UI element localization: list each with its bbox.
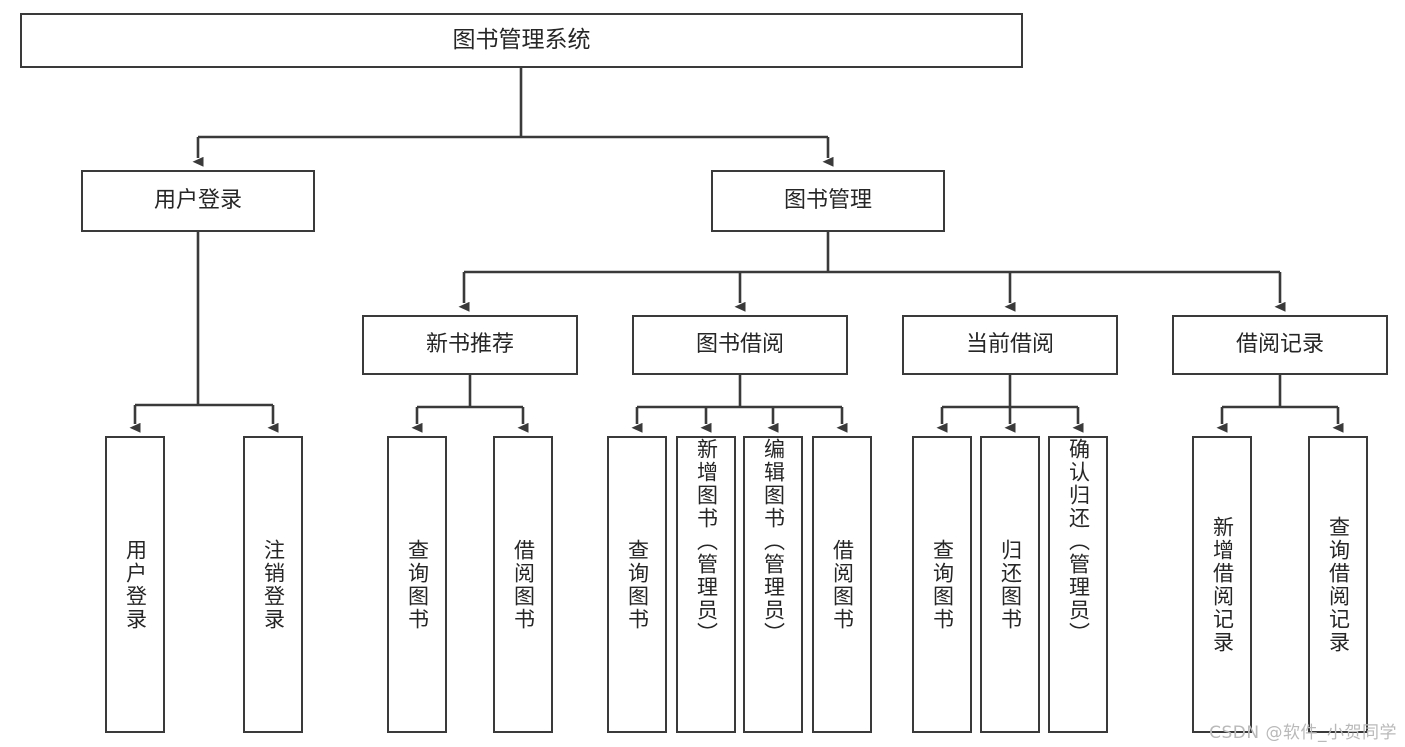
node-leaf-borrow-book-borrow[interactable]: 借阅图书 [812, 436, 872, 733]
node-leaf-return-book[interactable]: 归还图书 [980, 436, 1040, 733]
node-leaf-borrow-book-newbook[interactable]: 借阅图书 [493, 436, 553, 733]
node-leaf-user-login[interactable]: 用户登录 [105, 436, 165, 733]
node-user-login[interactable]: 用户登录 [81, 170, 315, 232]
node-leaf-add-borrow-record[interactable]: 新增借阅记录 [1192, 436, 1252, 733]
node-new-book-recommend[interactable]: 新书推荐 [362, 315, 578, 375]
node-leaf-query-book-borrow[interactable]: 查询图书 [607, 436, 667, 733]
node-borrow-record-label: 借阅记录 [1235, 332, 1324, 358]
node-leaf-query-borrow-record[interactable]: 查询借阅记录 [1308, 436, 1368, 733]
node-leaf-add-book-admin[interactable]: 新增图书（管理员） [676, 436, 736, 733]
node-current-borrow[interactable]: 当前借阅 [902, 315, 1118, 375]
node-book-management-label: 图书管理 [783, 188, 872, 214]
node-book-borrow-label: 图书借阅 [695, 332, 784, 358]
node-current-borrow-label: 当前借阅 [965, 332, 1054, 358]
node-leaf-query-borrow-record-label: 查询借阅记录 [1326, 515, 1351, 654]
node-leaf-borrow-book-newbook-label: 借阅图书 [511, 538, 536, 631]
node-leaf-query-book-current[interactable]: 查询图书 [912, 436, 972, 733]
node-leaf-return-book-label: 归还图书 [998, 538, 1023, 631]
node-book-management[interactable]: 图书管理 [711, 170, 945, 232]
node-leaf-logout-label: 注销登录 [261, 538, 286, 631]
node-leaf-query-book-current-label: 查询图书 [930, 538, 955, 631]
node-leaf-logout[interactable]: 注销登录 [243, 436, 303, 733]
node-leaf-edit-book-admin-label: 编辑图书（管理员） [761, 438, 786, 645]
csdn-watermark: CSDN @软件_小贺同学 [1209, 723, 1397, 743]
node-borrow-record[interactable]: 借阅记录 [1172, 315, 1388, 375]
node-leaf-query-book-borrow-label: 查询图书 [625, 538, 650, 631]
node-user-login-label: 用户登录 [153, 188, 242, 214]
node-root-label: 图书管理系统 [452, 27, 591, 54]
node-leaf-user-login-label: 用户登录 [123, 538, 148, 631]
node-book-borrow[interactable]: 图书借阅 [632, 315, 848, 375]
node-leaf-borrow-book-borrow-label: 借阅图书 [830, 538, 855, 631]
node-root[interactable]: 图书管理系统 [20, 13, 1023, 68]
node-leaf-query-book-newbook-label: 查询图书 [405, 538, 430, 631]
node-leaf-edit-book-admin[interactable]: 编辑图书（管理员） [743, 436, 803, 733]
node-leaf-query-book-newbook[interactable]: 查询图书 [387, 436, 447, 733]
node-leaf-confirm-return-admin-label: 确认归还（管理员） [1066, 438, 1091, 645]
node-leaf-add-borrow-record-label: 新增借阅记录 [1210, 515, 1235, 654]
node-leaf-confirm-return-admin[interactable]: 确认归还（管理员） [1048, 436, 1108, 733]
node-new-book-recommend-label: 新书推荐 [425, 332, 514, 358]
node-leaf-add-book-admin-label: 新增图书（管理员） [694, 438, 719, 645]
